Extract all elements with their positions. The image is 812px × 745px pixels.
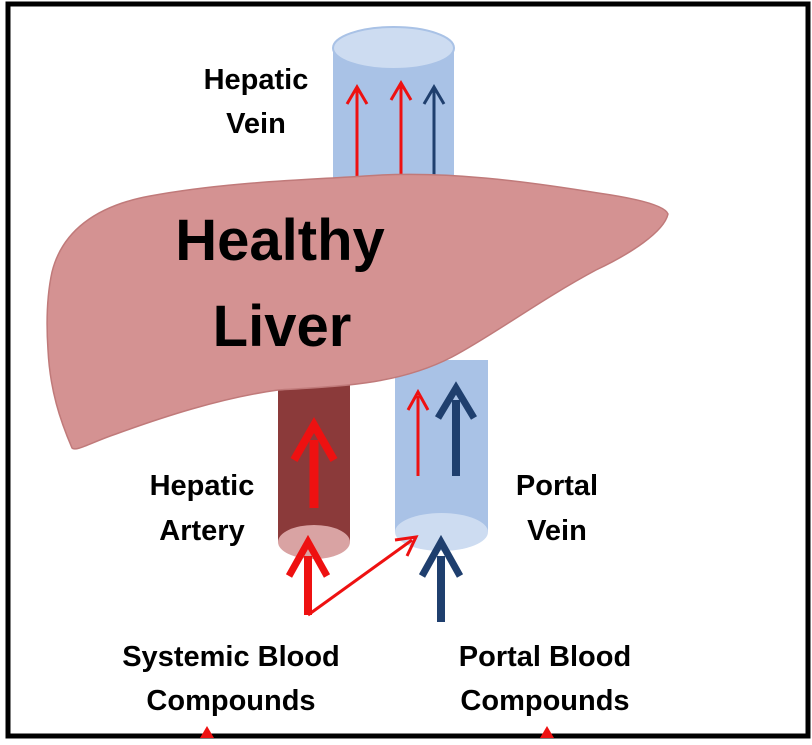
portal-vein-cylinder xyxy=(395,360,488,551)
hepatic-vein-label-line1: Hepatic xyxy=(204,64,309,96)
liver-title-line2: Liver xyxy=(213,294,352,359)
hepatic-artery-label-line2: Artery xyxy=(159,515,244,547)
systemic-blood-label-line1: Systemic Blood xyxy=(122,641,340,673)
portal-blood-label-line2: Compounds xyxy=(460,685,629,717)
liver-title-line1: Healthy xyxy=(175,208,385,273)
portal-vein-label-line1: Portal xyxy=(516,470,598,502)
hepatic-artery-label-line1: Hepatic xyxy=(150,470,255,502)
systemic-blood-label-line2: Compounds xyxy=(146,685,315,717)
portal-vein-label-line2: Vein xyxy=(527,515,587,547)
hepatic-vein-label-line2: Vein xyxy=(226,108,286,140)
portal-blood-label-line1: Portal Blood xyxy=(459,641,631,673)
